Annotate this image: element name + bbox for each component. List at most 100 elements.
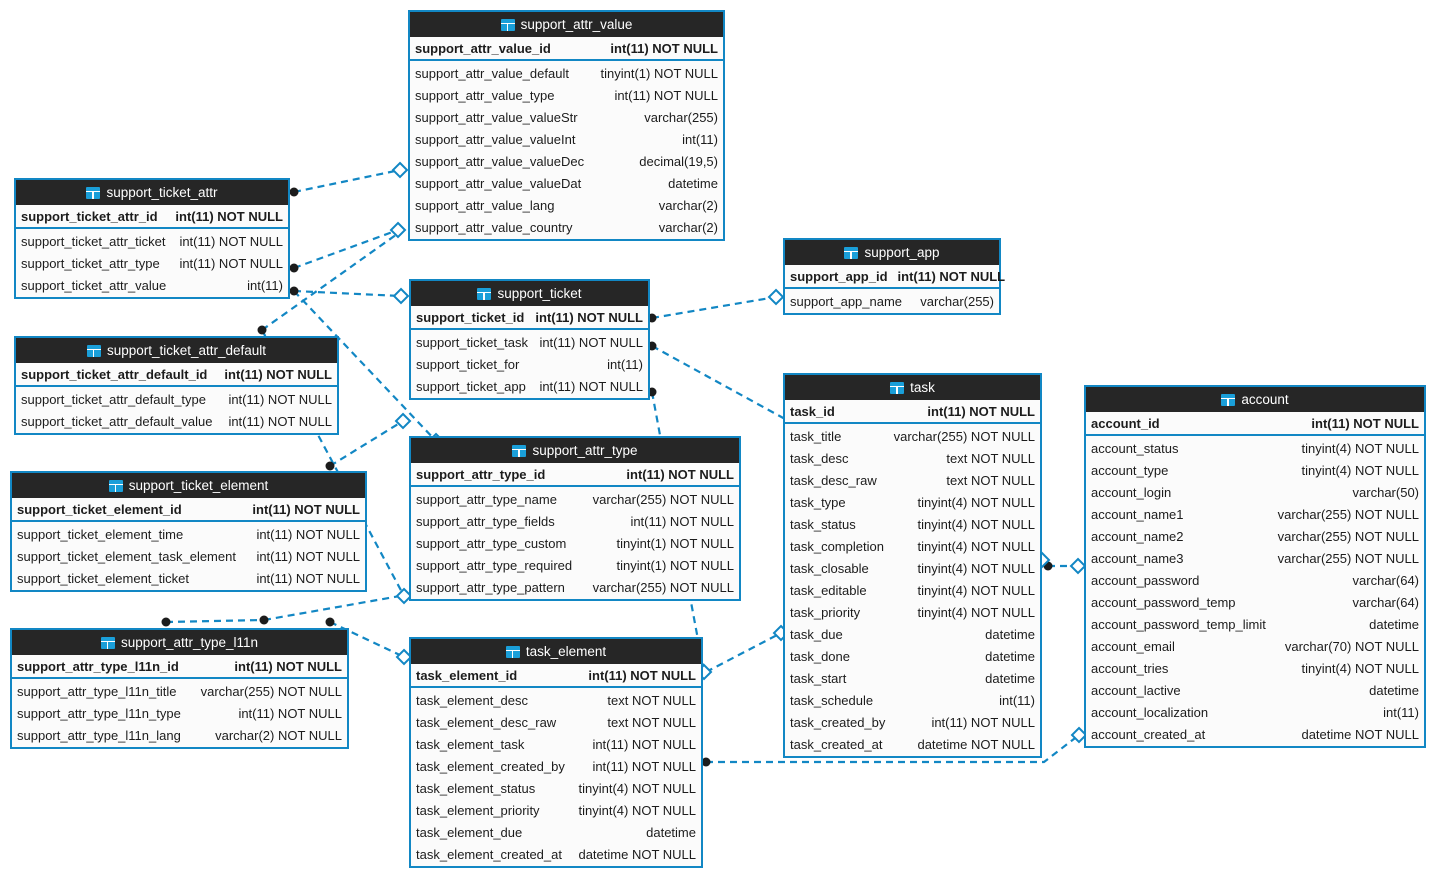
entity-header[interactable]: support_attr_value xyxy=(410,12,723,37)
entity-header[interactable]: support_attr_type xyxy=(411,438,739,463)
entity-header[interactable]: task_element xyxy=(411,639,701,664)
entity-title: support_app xyxy=(864,245,940,260)
entity-header[interactable]: support_ticket_element xyxy=(12,473,365,498)
entity-title: task_element xyxy=(525,644,607,659)
entity-header[interactable]: account xyxy=(1086,387,1424,412)
entity-header[interactable]: support_app xyxy=(785,240,999,265)
entity-header[interactable]: support_ticket_attr_default xyxy=(16,338,337,363)
entity-header[interactable]: support_ticket xyxy=(411,281,648,306)
entity-header[interactable]: support_attr_type_l11n xyxy=(12,630,347,655)
entity-header[interactable]: support_ticket_attr xyxy=(16,180,288,205)
entity-header[interactable]: task xyxy=(785,375,1040,400)
